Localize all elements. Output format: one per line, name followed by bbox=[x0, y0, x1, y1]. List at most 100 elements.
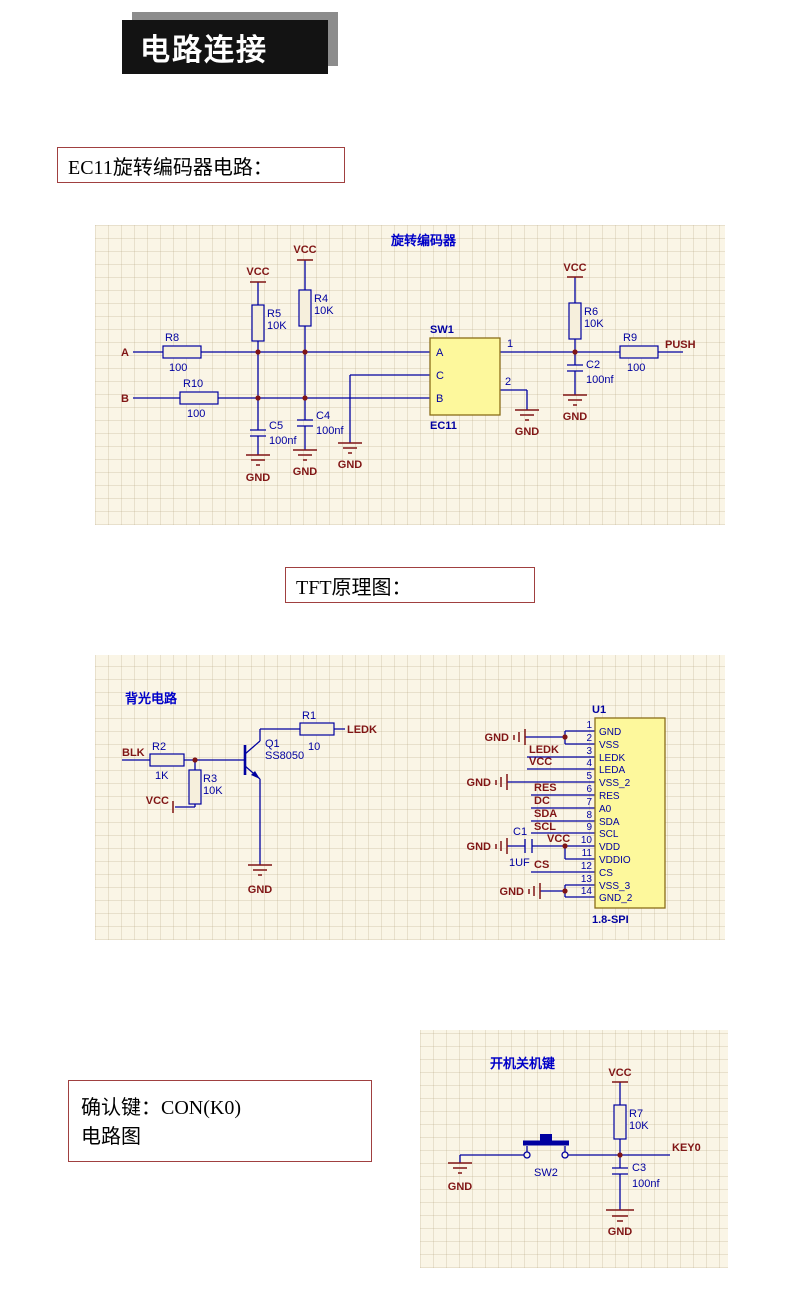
ref-r2: R2 bbox=[152, 741, 166, 753]
schematic-tft: 背光电路 bbox=[95, 655, 725, 940]
encoder-wires bbox=[133, 260, 683, 455]
schematic-tft-title: 背光电路 bbox=[125, 691, 178, 706]
sw2-terminal bbox=[523, 1151, 531, 1159]
junction-dot bbox=[572, 349, 578, 355]
caption-encoder-text: EC11旋转编码器电路： bbox=[68, 156, 273, 179]
net-label-vcc: VCC bbox=[608, 1067, 631, 1079]
junction-dot bbox=[255, 349, 261, 355]
ref-r10: R10 bbox=[183, 378, 203, 390]
val-r7: 10K bbox=[629, 1120, 649, 1132]
page-title-banner: 电路连接 bbox=[122, 20, 328, 74]
net-label-ledk: LEDK bbox=[529, 744, 559, 756]
schematic-encoder: 旋转编码器 bbox=[95, 225, 725, 525]
net-label-vcc: VCC bbox=[547, 833, 570, 845]
net-label-blk: BLK bbox=[122, 747, 145, 759]
schematic-power-svg: 开机关机键 VCC KEY0 GND bbox=[448, 1056, 701, 1238]
schematic-power-title: 开机关机键 bbox=[490, 1056, 555, 1071]
sw1-pin-a: A bbox=[436, 347, 444, 359]
junction-dot bbox=[255, 395, 261, 401]
resistor-r9 bbox=[619, 345, 659, 359]
wire-collector-r1 bbox=[244, 728, 345, 755]
val-r5: 10K bbox=[267, 320, 287, 332]
resistor-r2 bbox=[149, 753, 185, 767]
power-wires bbox=[459, 1082, 670, 1210]
q1-emitter-arrow bbox=[251, 771, 260, 779]
u1-pin-number: 8 bbox=[586, 810, 592, 821]
gnd-symbol bbox=[448, 1162, 472, 1174]
wire-pin-c-to-gnd bbox=[349, 374, 430, 443]
net-label-vcc: VCC bbox=[563, 262, 586, 274]
net-label-b: B bbox=[121, 393, 129, 405]
u1-pin-name: VSS_2 bbox=[599, 778, 631, 789]
ref-u1: U1 bbox=[592, 704, 606, 716]
net-label-cs: CS bbox=[534, 859, 549, 871]
val-r10: 100 bbox=[187, 408, 205, 420]
wire-sw2-left bbox=[459, 1154, 524, 1163]
ref-c3: C3 bbox=[632, 1162, 646, 1174]
net-label-gnd: GND bbox=[293, 466, 318, 478]
u1-pin-name: CS bbox=[599, 868, 613, 879]
ref-r9: R9 bbox=[623, 332, 637, 344]
val-r1: 10 bbox=[308, 741, 320, 753]
u1-pin-name: SDA bbox=[599, 817, 620, 828]
net-label-gnd: GND bbox=[467, 777, 492, 789]
capacitor-c2-plates bbox=[567, 364, 583, 372]
net-label-gnd: GND bbox=[515, 426, 540, 438]
ref-sw2: SW2 bbox=[534, 1167, 558, 1179]
u1-pin-number: 1 bbox=[586, 720, 592, 731]
u1-pin-name: GND_2 bbox=[599, 893, 633, 904]
gnd-symbol bbox=[515, 409, 539, 421]
u1-pin-name: VDDIO bbox=[599, 855, 631, 866]
val-c5: 100nf bbox=[269, 435, 297, 447]
ref-r6: R6 bbox=[584, 306, 598, 318]
ic-sw1-body bbox=[429, 337, 501, 416]
u1-pin-number: 10 bbox=[581, 835, 593, 846]
resistor-r5 bbox=[251, 304, 265, 342]
net-label-vcc: VCC bbox=[146, 795, 169, 807]
net-label-gnd: GND bbox=[500, 886, 525, 898]
net-label-sda: SDA bbox=[534, 808, 557, 820]
gnd-symbol bbox=[563, 394, 587, 406]
power-power-symbols bbox=[448, 1081, 634, 1222]
sw1-pin-b: B bbox=[436, 393, 443, 405]
u1-pin-number: 13 bbox=[581, 874, 593, 885]
resistor-r8 bbox=[162, 345, 202, 359]
u1-pin-name: RES bbox=[599, 791, 620, 802]
ref-r5: R5 bbox=[267, 308, 281, 320]
net-label-dc: DC bbox=[534, 795, 550, 807]
wires-res-dc-sda-scl bbox=[531, 794, 565, 834]
u1-pin-number: 6 bbox=[586, 784, 592, 795]
part-sw1: EC11 bbox=[430, 420, 457, 432]
u1-pin-name: SCL bbox=[599, 829, 619, 840]
caption-tft: TFT原理图： bbox=[285, 567, 535, 603]
ref-c5: C5 bbox=[269, 420, 283, 432]
resistor-r6 bbox=[568, 302, 582, 340]
net-label-gnd: GND bbox=[338, 459, 363, 471]
sw1-pin-2: 2 bbox=[505, 376, 511, 388]
ref-c4: C4 bbox=[316, 410, 330, 422]
gnd-symbol bbox=[338, 442, 362, 454]
net-label-push: PUSH bbox=[665, 339, 696, 351]
val-r8: 100 bbox=[169, 362, 187, 374]
u1-pin-number: 2 bbox=[586, 733, 592, 744]
ref-q1: Q1 bbox=[265, 738, 280, 750]
footprint-u1: 1.8-SPI bbox=[592, 914, 629, 926]
net-label-vcc: VCC bbox=[246, 266, 269, 278]
resistor-r1 bbox=[299, 722, 335, 736]
tft-wires bbox=[122, 728, 595, 898]
resistor-r3 bbox=[188, 769, 202, 805]
u1-pin-name: LEDK bbox=[599, 753, 625, 764]
net-label-gnd: GND bbox=[246, 472, 271, 484]
junction-dot bbox=[562, 734, 568, 740]
page-title: 电路连接 bbox=[140, 34, 268, 67]
val-c3: 100nf bbox=[632, 1178, 660, 1190]
u1-pin-number: 4 bbox=[586, 758, 592, 769]
net-label-gnd: GND bbox=[448, 1181, 473, 1193]
gnd-symbol bbox=[246, 454, 270, 466]
u1-pin-number: 11 bbox=[582, 848, 593, 859]
caption-encoder: EC11旋转编码器电路： bbox=[57, 147, 345, 183]
ic-u1-body bbox=[594, 717, 666, 909]
u1-pin-number: 9 bbox=[586, 822, 592, 833]
capacitor-c1-plates bbox=[524, 839, 533, 853]
schematic-power: 开机关机键 VCC KEY0 GND bbox=[420, 1030, 728, 1268]
